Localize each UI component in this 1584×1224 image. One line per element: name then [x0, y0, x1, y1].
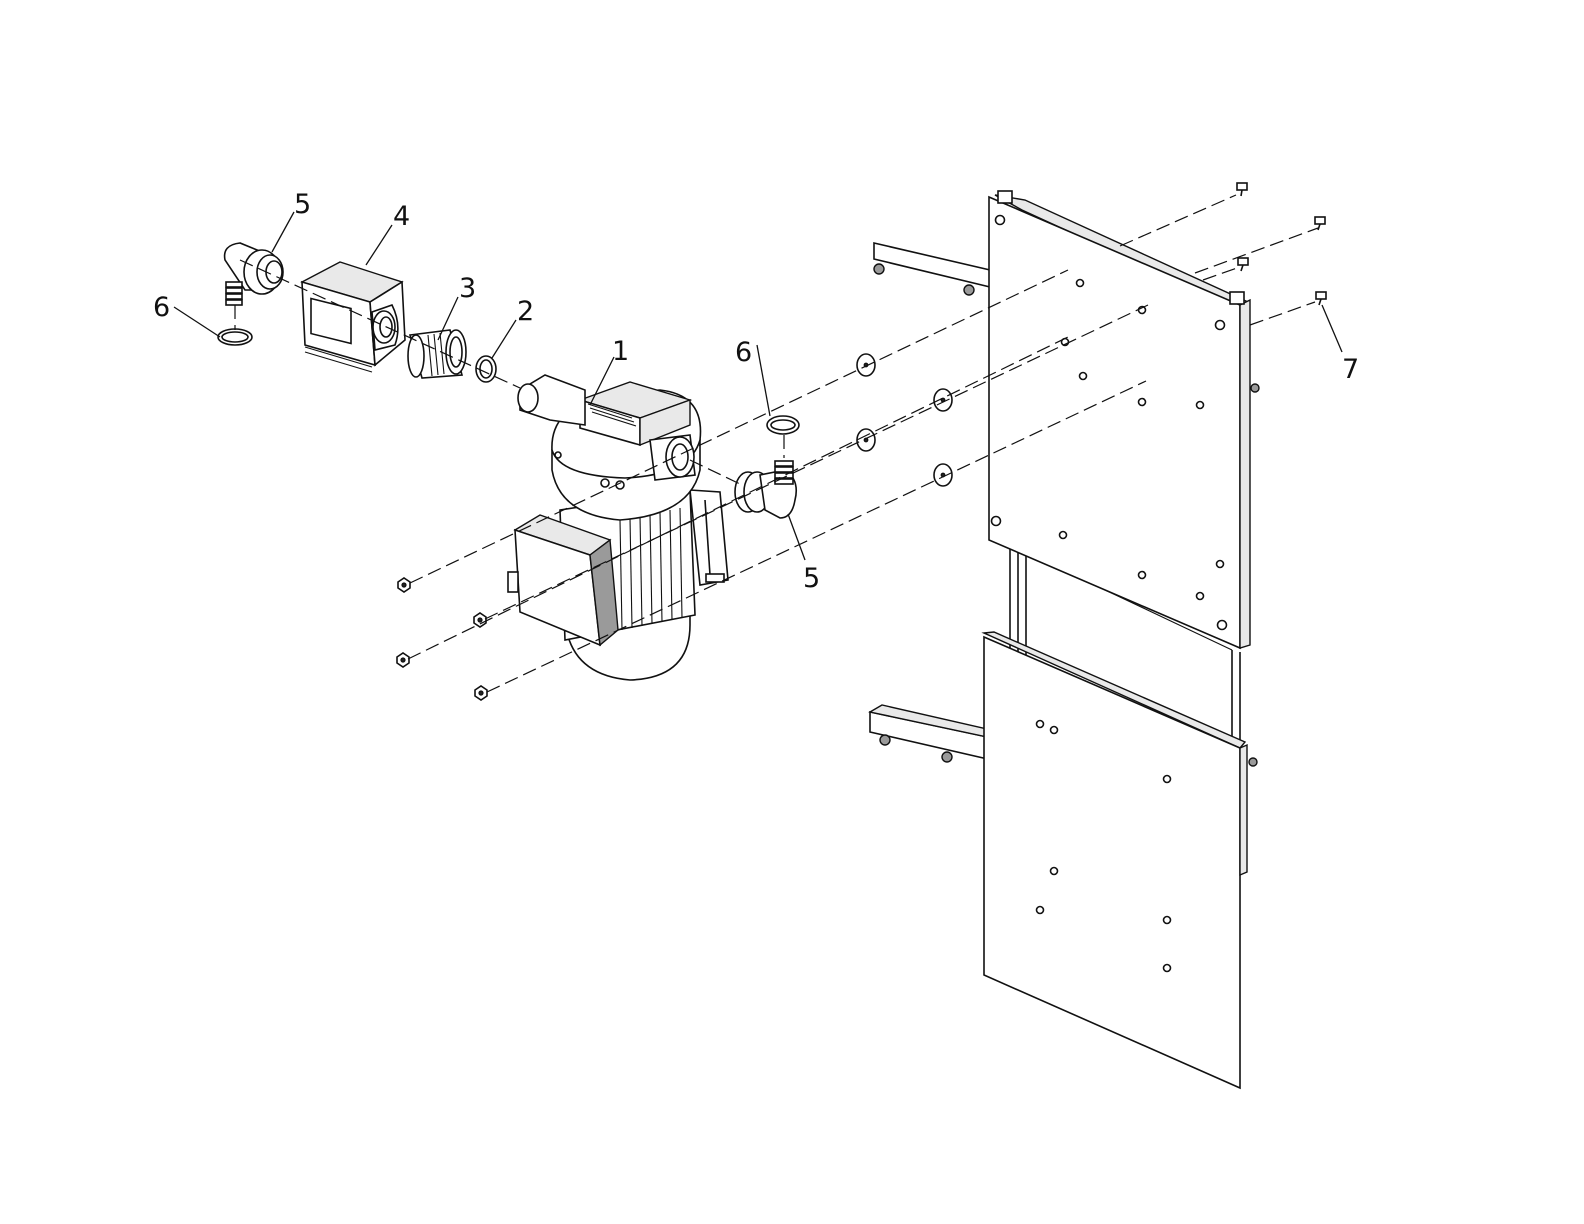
elbow-fitting-left — [223, 242, 284, 306]
callout-6-right: 6 — [735, 337, 752, 368]
barb — [225, 281, 243, 306]
hex-nuts — [396, 577, 488, 701]
washer — [856, 353, 876, 377]
callout-5-right: 5 — [803, 563, 820, 594]
mounting-panel-assembly — [868, 182, 1327, 1090]
hex-nut — [397, 577, 411, 593]
callout-3: 3 — [459, 273, 476, 304]
washer — [933, 463, 953, 487]
hex-nut — [474, 685, 488, 701]
spacer-washers — [856, 353, 953, 487]
vent-grille — [587, 403, 637, 427]
lower-mounting-plate — [981, 631, 1258, 1090]
threaded-adapter — [407, 329, 467, 379]
screw — [1314, 216, 1326, 231]
hose-clamp-right — [766, 415, 800, 435]
panel-screws — [1236, 182, 1327, 306]
hex-nut — [396, 652, 410, 668]
hose-clamp-left — [217, 328, 253, 346]
rear-bracket-lower — [868, 704, 1002, 763]
upper-mounting-plate — [988, 190, 1260, 650]
barb — [774, 460, 794, 485]
callout-4: 4 — [393, 201, 410, 232]
pump-motor-assembly — [507, 374, 729, 681]
washer — [856, 428, 876, 452]
elbow-fitting-right — [734, 460, 798, 519]
washer — [933, 388, 953, 412]
callout-6-left: 6 — [153, 292, 170, 323]
rear-bracket-upper — [873, 241, 991, 296]
screw — [1236, 182, 1248, 197]
pump-head — [517, 374, 702, 521]
screw — [1315, 291, 1327, 306]
callout-labels: 1 2 3 4 5 5 6 6 7 — [153, 189, 1359, 594]
callout-1: 1 — [612, 336, 629, 367]
hex-nut — [473, 612, 487, 628]
callout-5-left: 5 — [294, 189, 311, 220]
meter-ribs — [304, 346, 373, 373]
callout-2: 2 — [517, 296, 534, 327]
terminal-box — [507, 514, 619, 647]
flow-meter — [300, 261, 406, 373]
callout-7: 7 — [1342, 354, 1359, 385]
callout-leaders — [173, 211, 1343, 561]
assembly-axis-lines — [234, 194, 1319, 693]
screw — [1237, 257, 1249, 272]
